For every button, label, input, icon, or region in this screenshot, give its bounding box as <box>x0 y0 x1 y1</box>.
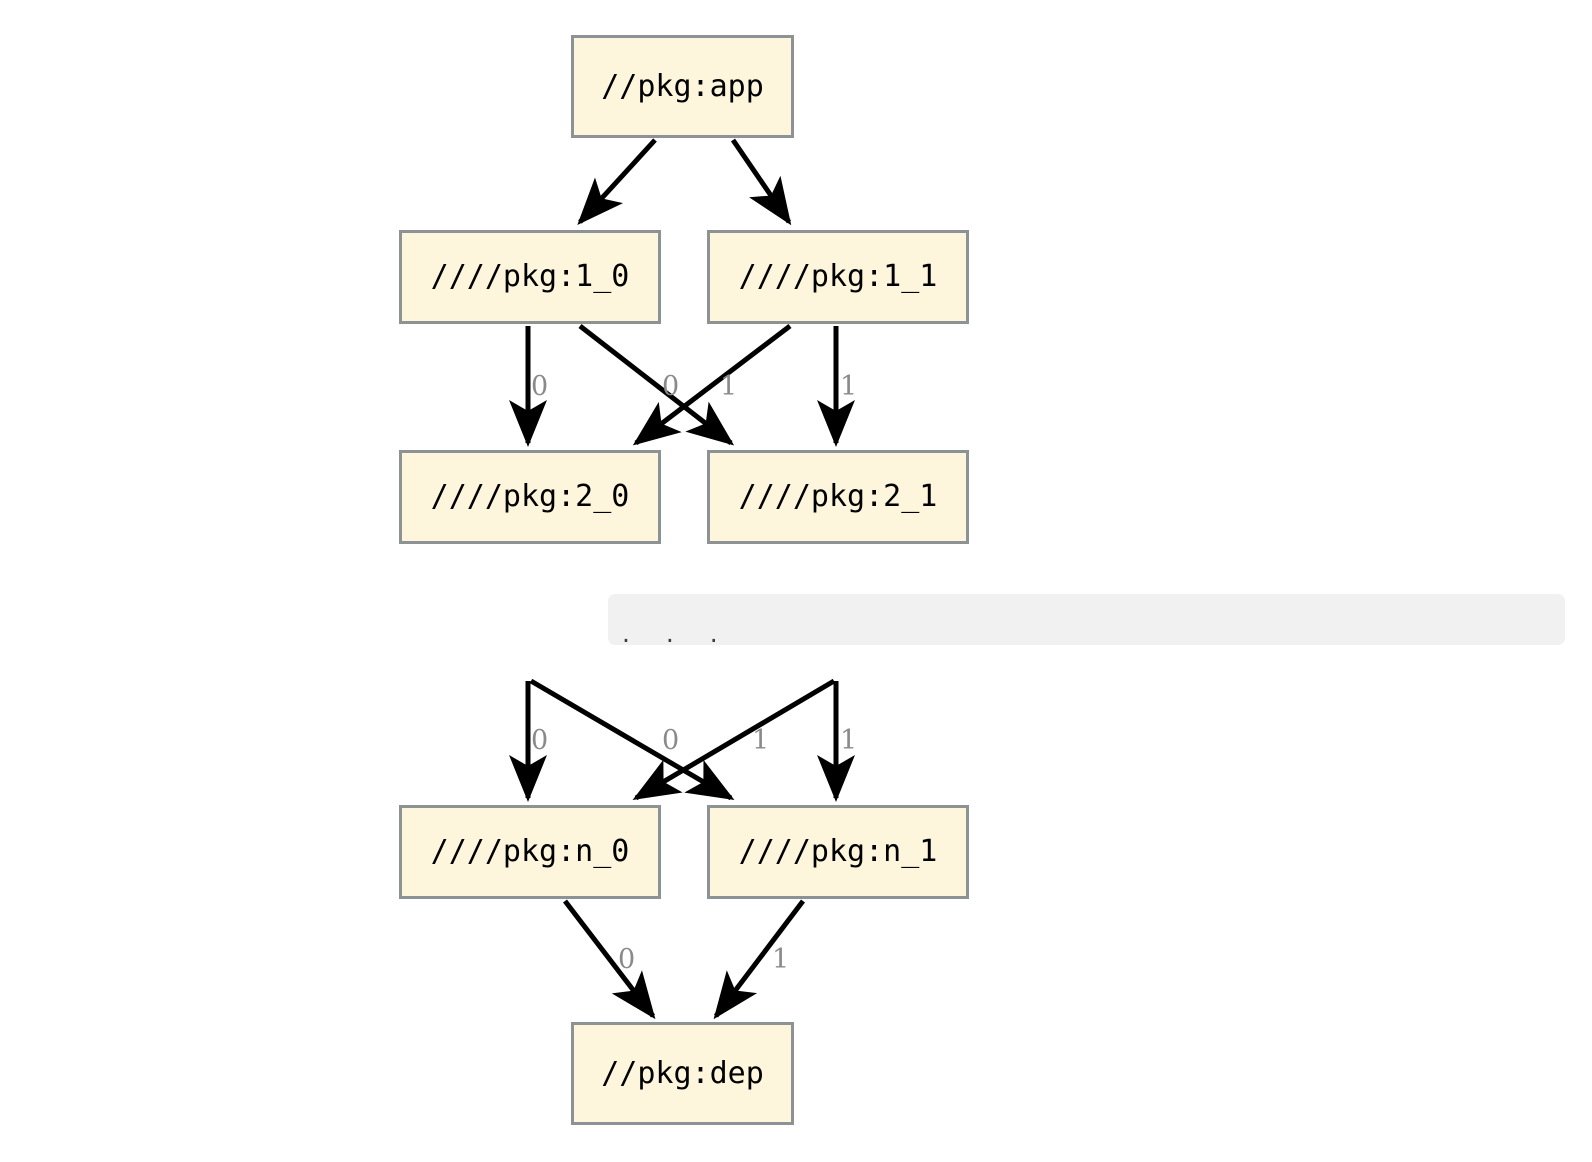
edge-label: 0 <box>531 371 549 402</box>
edge-label: 1 <box>840 371 858 402</box>
node-pkg-n_1[interactable]: ////pkg:n_1 <box>707 805 969 899</box>
edge-label: 0 <box>662 725 680 756</box>
node-pkg-1_1[interactable]: ////pkg:1_1 <box>707 230 969 324</box>
edge-label: 1 <box>752 725 770 756</box>
node-pkg-1_0[interactable]: ////pkg:1_0 <box>399 230 661 324</box>
node-label: ////pkg:2_1 <box>738 479 938 514</box>
edge-label: 1 <box>772 944 790 975</box>
node-pkg-2_0[interactable]: ////pkg:2_0 <box>399 450 661 544</box>
edge-label: 1 <box>840 725 858 756</box>
edge-app-to-1_1 <box>730 138 792 226</box>
edge-n_1-to-dep <box>713 899 805 1020</box>
node-dep[interactable]: //pkg:dep <box>571 1022 794 1125</box>
edge-above-to-n_0-cross <box>632 678 836 801</box>
edge-label: 0 <box>662 371 680 402</box>
node-label: ////pkg:1_0 <box>430 259 630 294</box>
node-app[interactable]: //pkg:app <box>571 35 794 138</box>
edge-1_1-to-2_0 <box>632 324 792 446</box>
edge-app-to-1_0 <box>577 138 657 225</box>
edge-1_0-to-2_1 <box>578 324 735 446</box>
edge-label: 1 <box>720 371 738 402</box>
ellipsis-separator: . . . <box>608 594 1565 648</box>
edge-label: 0 <box>618 944 636 975</box>
node-pkg-2_1[interactable]: ////pkg:2_1 <box>707 450 969 544</box>
node-label: ////pkg:n_1 <box>738 834 938 869</box>
edge-label: 0 <box>531 725 549 756</box>
edge-n_0-to-dep <box>563 899 656 1020</box>
node-label: ////pkg:1_1 <box>738 259 938 294</box>
node-pkg-n_0[interactable]: ////pkg:n_0 <box>399 805 661 899</box>
edge-above-to-n_1-cross <box>529 678 735 801</box>
node-label: ////pkg:2_0 <box>430 479 630 514</box>
node-label: //pkg:app <box>601 68 764 104</box>
node-label: //pkg:dep <box>601 1055 764 1091</box>
node-label: ////pkg:n_0 <box>430 834 630 869</box>
ellipsis-label: . . . <box>622 619 732 648</box>
